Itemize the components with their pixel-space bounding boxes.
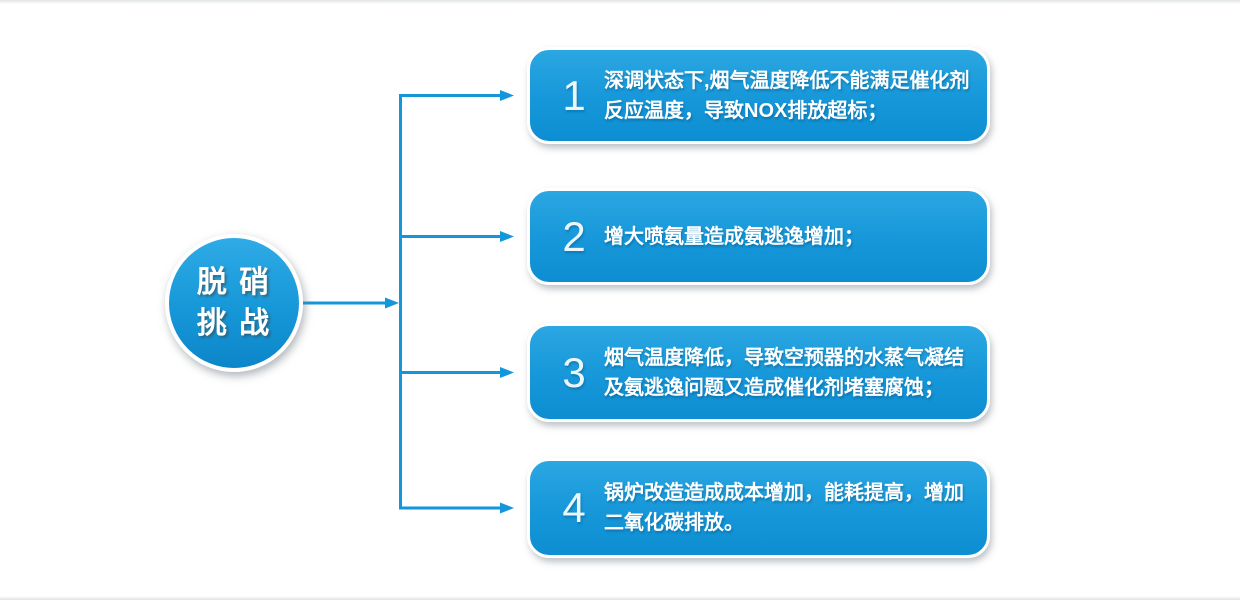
branch-arrow-icon-4 (500, 502, 514, 514)
hub-arrow-icon (385, 297, 399, 309)
challenge-number-4: 4 (562, 484, 586, 531)
challenge-text-1: 深调状态下,烟气温度降低不能满足催化剂 反应温度，导致NOX排放超标； (604, 69, 970, 122)
challenge-box-2: 2 增大喷氨量造成氨逃逸增加； (527, 188, 990, 285)
hub-label-line1: 脱 硝 (196, 266, 272, 299)
branch-arrow-icon-1 (500, 90, 514, 101)
hub-label-line2: 挑 战 (196, 307, 272, 340)
challenge-number-2: 2 (562, 212, 586, 260)
branch-arrow-icon-2 (500, 231, 514, 242)
challenge-text-2: 增大喷氨量造成氨逃逸增加； (604, 225, 864, 248)
challenge-number-3: 3 (562, 348, 586, 396)
challenge-number-1: 1 (562, 71, 586, 119)
challenge-box-3: 3 烟气温度降低，导致空预器的水蒸气凝结 及氨逃逸问题又造成催化剂堵塞腐蚀； (527, 323, 990, 422)
challenge-text-4: 锅炉改造造成成本增加，能耗提高，增加 二氧化碳排放。 (604, 482, 964, 534)
challenge-box-4: 4 锅炉改造造成成本增加，能耗提高，增加 二氧化碳排放。 (527, 458, 990, 558)
challenge-text-3: 烟气温度降低，导致空预器的水蒸气凝结 及氨逃逸问题又造成催化剂堵塞腐蚀； (604, 346, 964, 399)
challenge-box-1: 1 深调状态下,烟气温度降低不能满足催化剂 反应温度，导致NOX排放超标； (527, 47, 990, 144)
branch-arrow-icon-3 (500, 367, 514, 378)
top-edge-band (0, 0, 1240, 4)
hub-circle: 脱 硝 挑 战 (165, 234, 303, 372)
bottom-edge-band (0, 596, 1240, 600)
